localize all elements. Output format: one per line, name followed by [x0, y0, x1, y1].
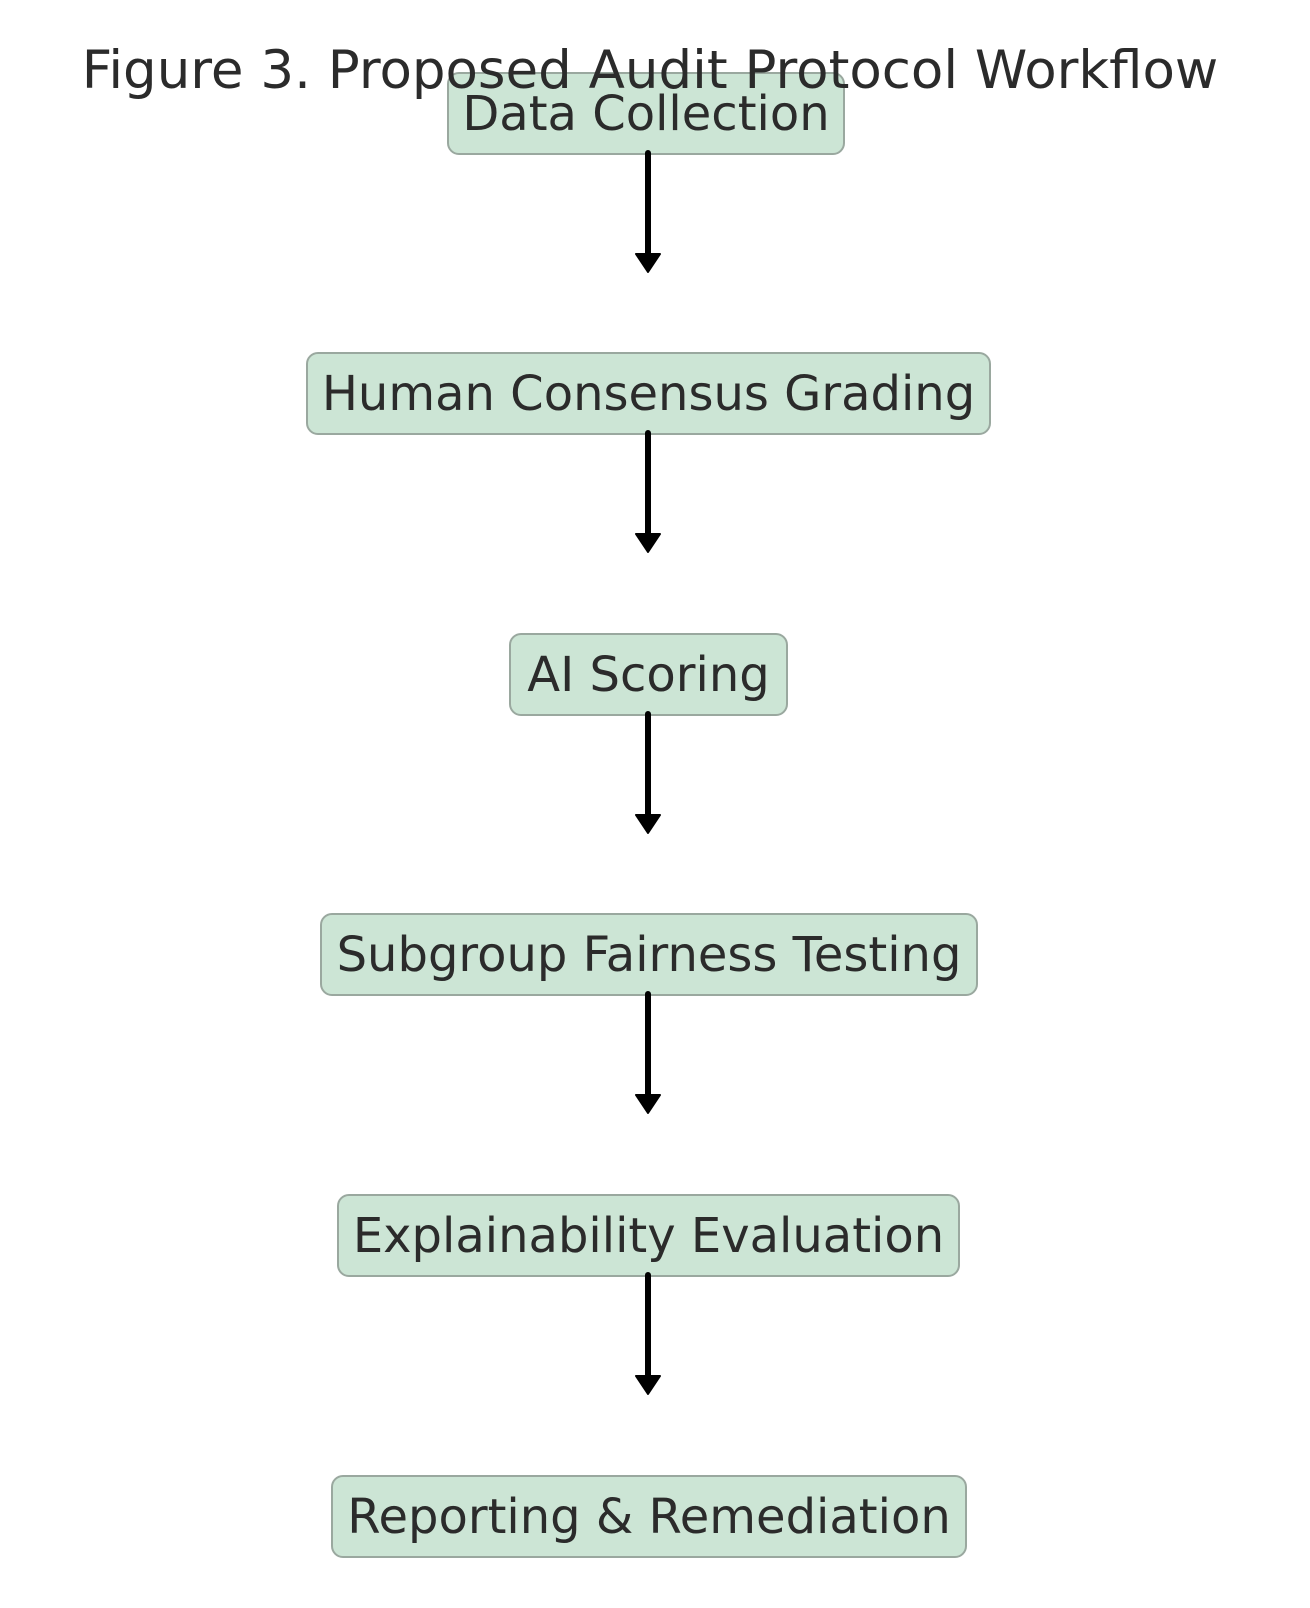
step-label: Human Consensus Grading [321, 365, 976, 422]
step-data-collection: Data Collection [447, 72, 845, 155]
step-label: Data Collection [462, 85, 830, 142]
step-label: AI Scoring [527, 646, 770, 703]
step-label: Subgroup Fairness Testing [336, 926, 962, 983]
step-human-consensus-grading: Human Consensus Grading [306, 352, 991, 435]
step-reporting-remediation: Reporting & Remediation [331, 1475, 967, 1558]
step-explainability-evaluation: Explainability Evaluation [337, 1194, 960, 1277]
arrowhead [635, 814, 661, 834]
figure-title: Figure 3. Proposed Audit Protocol Workfl… [81, 40, 1219, 101]
arrowhead [635, 533, 661, 553]
step-ai-scoring: AI Scoring [509, 633, 788, 716]
step-label: Reporting & Remediation [347, 1488, 951, 1545]
arrowhead [635, 1094, 661, 1114]
step-label: Explainability Evaluation [352, 1207, 945, 1264]
arrowhead [635, 253, 661, 273]
arrowhead [635, 1375, 661, 1395]
